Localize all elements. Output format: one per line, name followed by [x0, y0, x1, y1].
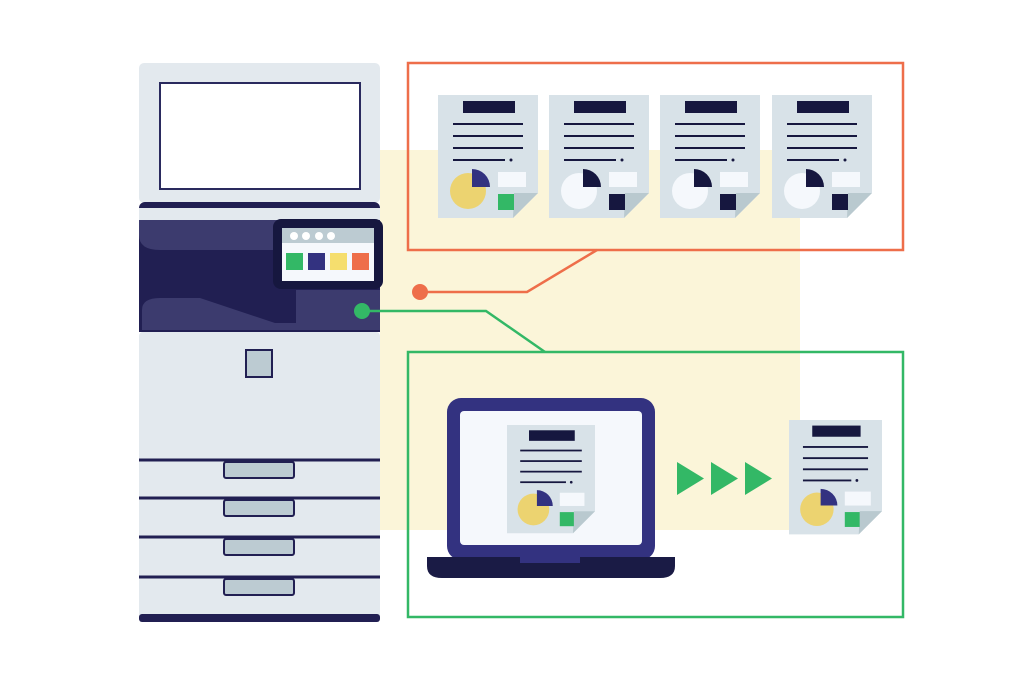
document-text-line: [453, 159, 505, 161]
printer-icon: [139, 63, 383, 622]
play-arrow-group: [677, 462, 772, 495]
document-text-line: [675, 123, 745, 125]
document-text-box: [498, 172, 526, 187]
drawer-handle: [223, 499, 295, 517]
document-fold: [858, 511, 882, 535]
play-arrow-icon: [711, 462, 738, 495]
document-text-line: [675, 135, 745, 137]
document-square: [720, 194, 736, 210]
document-text-line: [787, 135, 857, 137]
document-text-line: [564, 123, 634, 125]
document-text-line: [675, 147, 745, 149]
document-dot: [509, 158, 513, 162]
pie-chart-wedge: [536, 490, 553, 506]
status-dot: [315, 232, 323, 240]
document-text-line: [520, 470, 582, 473]
document-icon: [507, 425, 595, 534]
pie-chart-wedge: [806, 169, 824, 187]
document-fold: [624, 193, 649, 218]
document-fold: [847, 193, 872, 218]
document-text-box: [832, 172, 860, 187]
green-connector-line: [362, 309, 546, 354]
laptop-base: [427, 557, 675, 578]
document-dot: [569, 480, 573, 484]
document-icon: [549, 95, 649, 218]
document-text-line: [453, 135, 523, 137]
pie-chart-wedge: [472, 169, 490, 187]
document-text-line: [453, 123, 523, 125]
document-dot: [731, 158, 735, 162]
pie-chart-wedge: [583, 169, 601, 187]
document-fold: [573, 511, 595, 534]
red-connector-line: [420, 248, 598, 294]
document-title-bar: [574, 101, 626, 113]
document-text-box: [844, 491, 871, 506]
document-text-line: [802, 468, 869, 471]
document-title-bar: [529, 430, 575, 441]
document-text-box: [609, 172, 637, 187]
green-connector-dot: [354, 303, 370, 319]
document-dot: [855, 479, 859, 482]
document-text-line: [802, 479, 852, 482]
document-title-bar: [797, 101, 849, 113]
document-text-line: [802, 446, 869, 448]
document-text-line: [802, 457, 869, 460]
document-text-line: [787, 147, 857, 149]
printer-base: [139, 614, 380, 622]
document-text-line: [520, 481, 566, 484]
drawer-handle: [223, 538, 295, 556]
document-square: [844, 512, 860, 527]
document-text-line: [787, 123, 857, 125]
document-title-bar: [812, 425, 861, 437]
document-square: [832, 194, 848, 210]
document-text-line: [787, 159, 839, 161]
drawer-handle: [223, 578, 295, 596]
status-dot: [327, 232, 335, 240]
document-icon: [789, 420, 882, 535]
document-text-box: [720, 172, 748, 187]
document-text-line: [520, 449, 582, 452]
print-output-frame: [406, 61, 905, 252]
document-text-line: [520, 460, 582, 462]
document-text-line: [564, 159, 616, 161]
status-dot: [290, 232, 298, 240]
document-title-bar: [685, 101, 737, 113]
red-connector-dot: [412, 284, 428, 300]
panel-color-button: [286, 253, 303, 270]
document-icon: [660, 95, 760, 218]
document-text-line: [453, 147, 523, 149]
laptop-notch: [520, 557, 580, 563]
document-square: [609, 194, 625, 210]
drawer-handle: [223, 461, 295, 479]
document-square: [559, 512, 574, 527]
document-text-line: [564, 135, 634, 137]
document-text-line: [675, 159, 727, 161]
status-dot: [302, 232, 310, 240]
front-latch: [245, 349, 273, 378]
document-icon: [438, 95, 538, 218]
document-dot: [843, 158, 847, 162]
play-arrow-icon: [677, 462, 704, 495]
play-arrow-icon: [745, 462, 772, 495]
digital-output-frame: [406, 350, 905, 619]
document-fold: [735, 193, 760, 218]
pie-chart-wedge: [820, 488, 838, 506]
scanner-glass: [159, 82, 361, 190]
document-text-box: [559, 492, 585, 506]
document-text-line: [564, 147, 634, 149]
pie-chart-wedge: [694, 169, 712, 187]
document-fold: [513, 193, 538, 218]
output-tray: [142, 290, 380, 330]
document-square: [498, 194, 514, 210]
panel-color-button: [352, 253, 369, 270]
document-icon: [772, 95, 872, 218]
document-dot: [620, 158, 624, 162]
document-title-bar: [463, 101, 515, 113]
panel-color-button: [330, 253, 347, 270]
panel-color-button: [308, 253, 325, 270]
printer-strip: [139, 208, 380, 222]
